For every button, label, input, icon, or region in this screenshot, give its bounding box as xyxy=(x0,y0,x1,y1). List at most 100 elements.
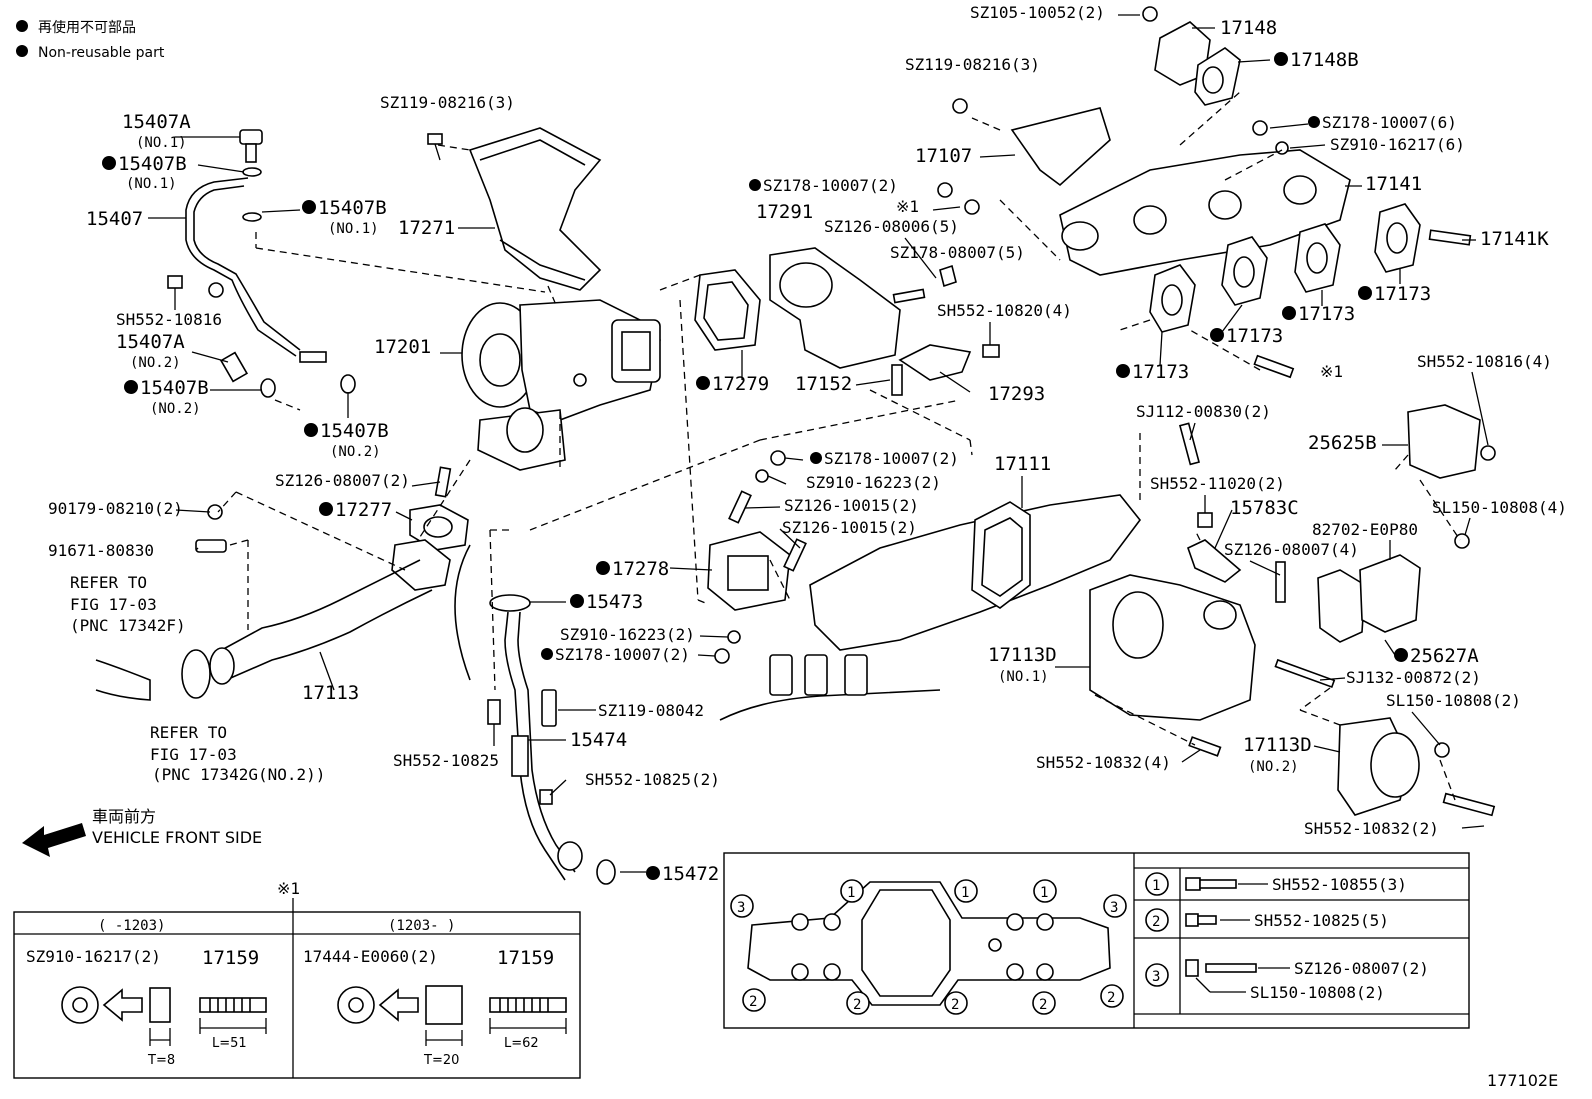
callout-sz178a: SZ178-10007(6) xyxy=(1322,113,1457,132)
callout-refer2: REFER TO xyxy=(150,723,227,742)
callout-fig1: FIG 17-03 xyxy=(70,595,157,614)
callout-no2d: (NO.2) xyxy=(1248,759,1299,775)
callout-sz119b: SZ119-08216(3) xyxy=(380,93,515,112)
gasket-washer-icon xyxy=(260,378,276,398)
non-reusable-dot-icon xyxy=(646,866,660,880)
nut-icon xyxy=(937,182,953,198)
callout-p15407a2: 15407A xyxy=(116,331,185,353)
intake-pipe-17113 xyxy=(217,559,421,653)
callout-no2c: (NO.2) xyxy=(330,444,381,460)
callout-sz178b: SZ178-10007(2) xyxy=(763,176,898,195)
callout-p17148b: 17148B xyxy=(1290,49,1359,71)
left-washer-label: SZ910-16217(2) xyxy=(26,947,161,966)
non-reusable-dot-icon xyxy=(304,423,318,437)
callout-p17173d: 17173 xyxy=(1132,361,1189,383)
outlet-elbow-17291 xyxy=(769,247,901,369)
callout-p17201: 17201 xyxy=(374,336,431,358)
callout-sz105: SZ105-10052(2) xyxy=(970,3,1105,22)
vehicle-front-indicator: 車両前方 VEHICLE FRONT SIDE xyxy=(22,807,262,857)
gasket-marker-number: 1 xyxy=(1040,885,1048,901)
arrow-left-icon xyxy=(102,988,143,1022)
callout-sh552f: SH552-10832(4) xyxy=(1036,753,1171,772)
callout-pnc2: (PNC 17342G(NO.2)) xyxy=(152,765,325,784)
callout-sz910a: SZ910-16217(6) xyxy=(1330,135,1465,154)
bolt-icon xyxy=(1142,6,1158,22)
callout-p82702: 82702-E0P80 xyxy=(1312,520,1418,539)
oil-pipe-15407 xyxy=(185,177,297,357)
bolt-icon xyxy=(1442,792,1496,817)
gasket-washer-icon xyxy=(242,167,262,177)
non-reusable-dot-icon xyxy=(570,594,584,608)
callout-p15407b1: 15407B xyxy=(118,153,187,175)
callout-p90179: 90179-08210(2) xyxy=(48,499,183,518)
key-1-num: 1 xyxy=(1152,878,1160,894)
callout-p15473: 15473 xyxy=(586,591,643,613)
arrow-left-icon xyxy=(22,823,86,857)
gasket-marker-number: 2 xyxy=(1107,990,1115,1006)
gasket-17278 xyxy=(707,531,791,611)
left-header: ( -1203) xyxy=(98,918,165,934)
nut-icon xyxy=(1252,120,1268,136)
callout-x1a: ※1 xyxy=(896,197,919,216)
bolt-icon xyxy=(487,699,501,725)
callout-sh552g: SH552-10825(2) xyxy=(585,770,720,789)
callout-sh552a: SH552-10816 xyxy=(116,310,222,329)
legend: 再使用不可部品 Non-reusable part xyxy=(16,19,165,61)
callout-sz126c: SZ126-10015(2) xyxy=(784,496,919,515)
callout-sz119c: SZ119-08042 xyxy=(598,701,704,720)
right-l-dim: L=62 xyxy=(504,1036,539,1051)
bolt-icon xyxy=(427,133,443,145)
stud-icon xyxy=(892,288,926,304)
banjo-bolt-icon xyxy=(219,351,249,383)
non-reusable-dot-icon xyxy=(102,156,116,170)
key-1-part: SH552-10855(3) xyxy=(1272,875,1407,894)
callout-p17107: 17107 xyxy=(915,145,972,167)
bracket-25625b xyxy=(1407,404,1481,479)
right-header: (1203- ) xyxy=(388,918,455,934)
callout-sz119a: SZ119-08216(3) xyxy=(905,55,1040,74)
nut-icon xyxy=(1434,742,1450,758)
callout-p25627a: 25627A xyxy=(1410,645,1479,667)
callout-no1a: (NO.1) xyxy=(136,135,187,151)
callout-sh552h: SH552-10832(2) xyxy=(1304,819,1439,838)
callout-p15407b3: 15407B xyxy=(140,377,209,399)
callout-p15407a1: 15407A xyxy=(122,111,191,133)
right-t-dim: T=20 xyxy=(423,1053,459,1068)
callout-p17173b: 17173 xyxy=(1298,303,1355,325)
gasket-marker-number: 1 xyxy=(961,885,969,901)
gasket-marker-circle xyxy=(730,894,754,918)
callout-sh552e: SH552-10825 xyxy=(393,751,499,770)
bolt-icon xyxy=(982,344,1000,358)
non-reusable-dot-icon xyxy=(16,45,28,57)
gasket-marker-circle xyxy=(1100,984,1124,1008)
heat-shield-17107 xyxy=(1010,107,1111,187)
callout-p15407: 15407 xyxy=(86,208,143,230)
callout-sl150a: SL150-10808(4) xyxy=(1432,498,1567,517)
bracket-17293 xyxy=(898,344,972,381)
gasket-17173 xyxy=(1374,203,1421,273)
gasket-marker-number: 3 xyxy=(1110,900,1118,916)
stud-spec-table: ※1 ( -1203) (1203- ) SZ910-16217(2) 1715… xyxy=(13,879,581,1079)
bolt-icon xyxy=(539,789,553,805)
callout-p17278: 17278 xyxy=(612,558,669,580)
callout-no1b: (NO.1) xyxy=(126,176,177,192)
non-reusable-dot-icon xyxy=(1282,306,1296,320)
right-washer-label: 17444-E0060(2) xyxy=(303,947,438,966)
bolt-icon xyxy=(195,539,227,553)
washer-icon xyxy=(755,469,769,483)
legend-en: Non-reusable part xyxy=(38,45,165,61)
connector-82702 xyxy=(1359,554,1421,633)
stud-icon xyxy=(1428,229,1472,246)
nut-icon xyxy=(1185,959,1199,977)
washer-icon xyxy=(1275,141,1289,155)
callout-p17173c: 17173 xyxy=(1226,325,1283,347)
non-reusable-dot-icon xyxy=(810,452,822,464)
exhaust-manifold-17141 xyxy=(1059,149,1351,276)
turbocharger-17201 xyxy=(461,299,661,471)
stud-icon xyxy=(541,689,557,727)
stud-icon xyxy=(891,364,903,396)
gasket-marker-circle xyxy=(742,988,766,1012)
callout-p15472: 15472 xyxy=(662,863,719,885)
callout-sj112: SJ112-00830(2) xyxy=(1136,402,1271,421)
